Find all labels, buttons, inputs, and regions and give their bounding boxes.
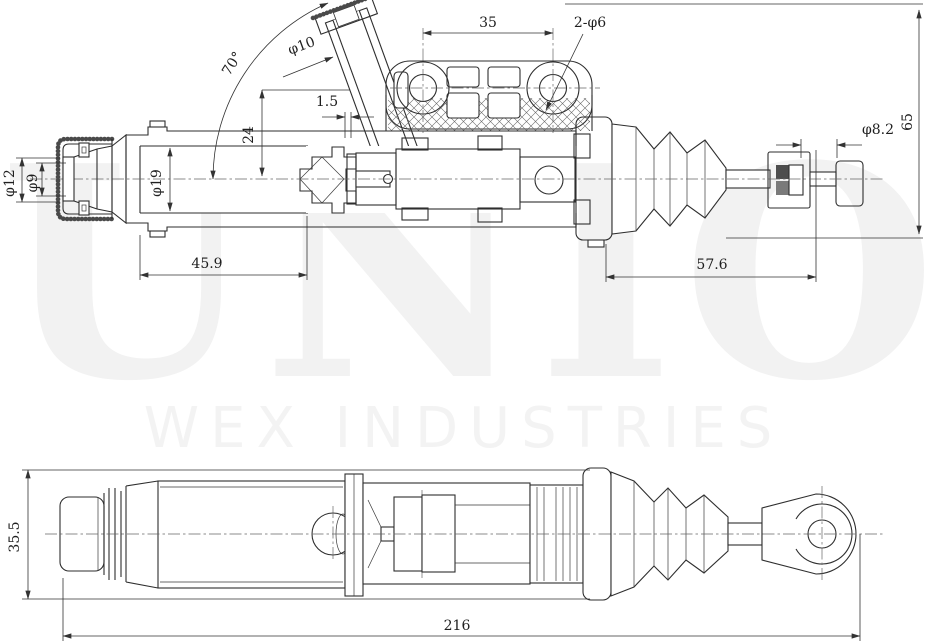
section-view: φ12 φ9 φ19 45.9 70° φ10 bbox=[2, 0, 923, 282]
dim-port-diameter: φ10 bbox=[286, 34, 317, 58]
dim-overall-length: 216 bbox=[444, 618, 471, 634]
profile-dimensions: 35.5 216 bbox=[7, 469, 861, 641]
dim-cap-diameter: φ12 bbox=[2, 169, 18, 197]
dim-body-length: 45.9 bbox=[191, 256, 222, 272]
dim-rod-end-diameter: φ8.2 bbox=[862, 122, 894, 138]
section-dimensions: φ12 φ9 φ19 45.9 70° φ10 bbox=[2, 2, 923, 282]
dim-port-angle: 70° bbox=[219, 49, 246, 79]
dim-mount-holes: 2-φ6 bbox=[574, 15, 606, 31]
profile-view: 35.5 216 bbox=[7, 467, 885, 641]
piston-assembly bbox=[299, 133, 591, 225]
dim-rod-length: 57.6 bbox=[696, 257, 727, 273]
inlet-cap bbox=[55, 136, 115, 222]
dim-inlet-diameter: φ9 bbox=[25, 174, 41, 193]
boot-base bbox=[575, 116, 613, 241]
dim-bore-diameter: φ19 bbox=[149, 169, 165, 197]
pushrod-socket bbox=[519, 156, 576, 203]
dim-outer-height: 35.5 bbox=[7, 521, 23, 552]
watermark-subtitle: WEX INDUSTRIES bbox=[143, 396, 784, 461]
mounting-flange bbox=[385, 28, 600, 133]
boot-and-pushrod bbox=[575, 116, 864, 248]
rod-seal-dark bbox=[776, 165, 789, 179]
rod-end-bushing bbox=[835, 160, 864, 207]
dim-mount-hole-spacing: 35 bbox=[479, 15, 497, 31]
dim-port-height: 24 bbox=[241, 126, 257, 144]
cap-knurl-edge bbox=[55, 136, 115, 222]
dim-overall-height: 65 bbox=[900, 113, 916, 131]
dim-port-wall-offset: 1.5 bbox=[316, 94, 338, 110]
pushrod-ball bbox=[534, 165, 564, 195]
